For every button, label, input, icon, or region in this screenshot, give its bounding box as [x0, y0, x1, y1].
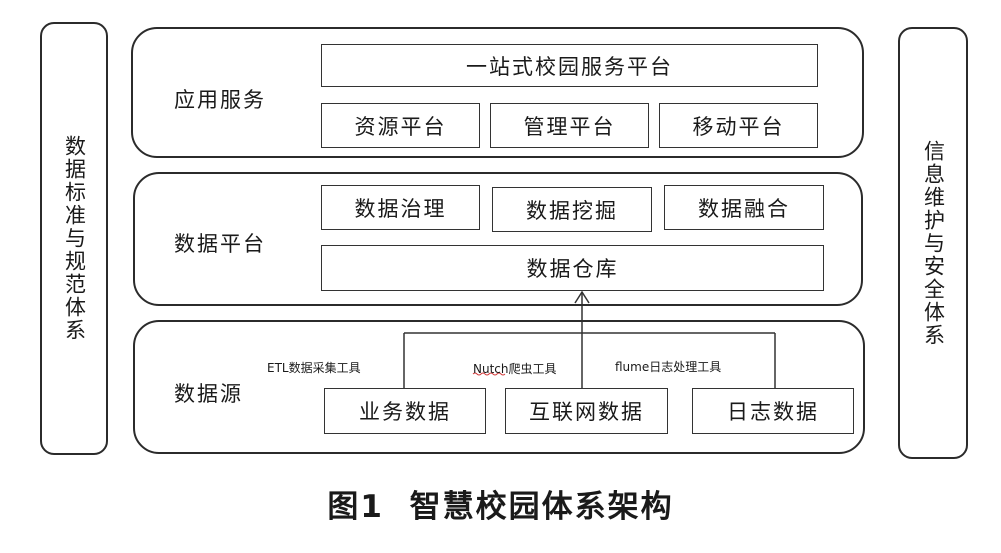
arrow-head [574, 290, 590, 304]
spellcheck-squiggle [472, 372, 506, 376]
figure-caption: 图1 智慧校园体系架构 [327, 489, 674, 525]
right-panel: 信息维护与安全体系 [898, 27, 968, 459]
data-platform-layer-label: 数据平台 [174, 232, 266, 256]
business-data-box: 业务数据 [324, 388, 486, 434]
application-layer [131, 27, 864, 158]
application-layer-label: 应用服务 [174, 88, 266, 112]
left-panel-label: 数据标准与规范体系 [62, 135, 87, 342]
data-source-layer-label: 数据源 [174, 382, 243, 406]
data-mining-box: 数据挖掘 [492, 187, 652, 232]
data-fusion-box: 数据融合 [664, 185, 824, 230]
data-governance-box: 数据治理 [321, 185, 480, 230]
left-panel: 数据标准与规范体系 [40, 22, 108, 455]
data-platform-layer [133, 172, 863, 306]
right-panel-label: 信息维护与安全体系 [921, 139, 946, 347]
data-source-layer [133, 320, 865, 454]
flume-tool-label: flume日志处理工具 [615, 360, 722, 374]
resource-platform-box: 资源平台 [321, 103, 480, 148]
internet-data-box: 互联网数据 [505, 388, 668, 434]
log-data-box: 日志数据 [692, 388, 854, 434]
nutch-tool-label: Nutch爬虫工具 [473, 362, 557, 376]
etl-tool-label: ETL数据采集工具 [267, 361, 361, 375]
one-stop-platform-box: 一站式校园服务平台 [321, 44, 818, 87]
mobile-platform-box: 移动平台 [659, 103, 818, 148]
data-warehouse-box: 数据仓库 [321, 245, 824, 291]
management-platform-box: 管理平台 [490, 103, 649, 148]
